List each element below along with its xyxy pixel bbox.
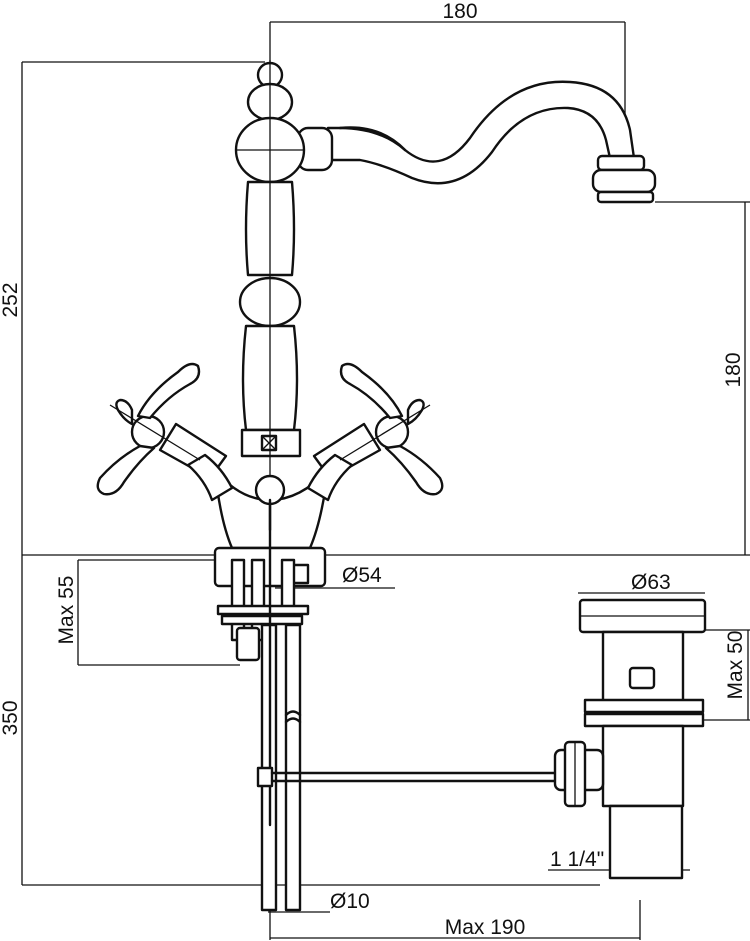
max-rod-distance-label: Max 190	[445, 916, 526, 939]
total-height-label: 252	[0, 282, 22, 317]
spout	[296, 80, 657, 204]
spout-height-label: 180	[722, 352, 745, 387]
waste-head-diameter-label: Ø63	[631, 571, 671, 594]
spout-reach-label: 180	[442, 0, 477, 23]
right-cross-handle[interactable]	[306, 362, 444, 502]
central-column	[234, 60, 306, 540]
under-deck-assembly	[216, 498, 557, 912]
below-deck-length-label: 350	[0, 700, 22, 735]
waste-max-thickness-label: Max 50	[724, 631, 747, 700]
waste-assembly	[553, 598, 707, 880]
rod-diameter-label: Ø10	[330, 890, 370, 913]
left-cross-handle[interactable]	[96, 362, 234, 502]
waste-thread-label: 1 1/4"	[550, 848, 604, 871]
base-diameter-label: Ø54	[342, 564, 382, 587]
dimension-lines	[21, 21, 750, 940]
max-deck-thickness-label: Max 55	[55, 576, 78, 645]
